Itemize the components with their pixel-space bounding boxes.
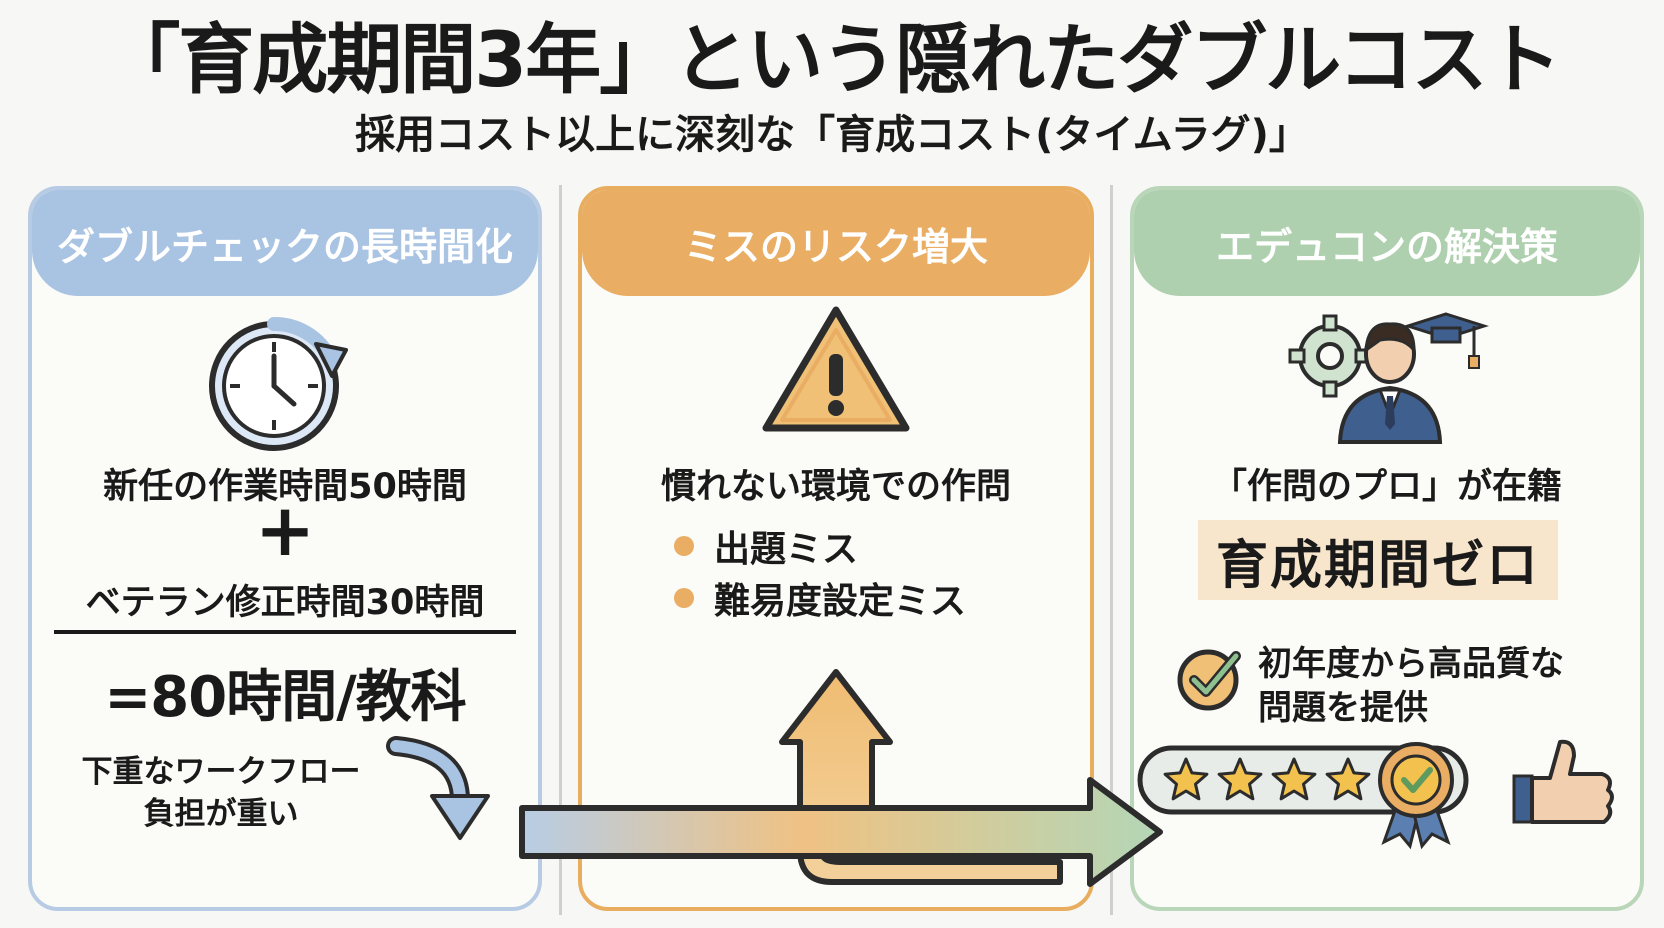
panel-heading: ミスのリスク増大 xyxy=(582,190,1090,296)
new-teacher-hours: 新任の作業時間50時間 xyxy=(103,467,467,507)
warning-triangle-icon xyxy=(762,306,910,432)
plus-sign: + xyxy=(254,488,316,572)
bullet-dot xyxy=(674,536,694,556)
panel-educon-solution: エデュコンの解決策 「作問のプロ」が在籍 育成期間ゼロ 初年度から高品質な 問題… xyxy=(1130,186,1644,911)
down-curve-arrow-icon xyxy=(386,736,490,840)
badge-check-icon xyxy=(1401,767,1433,793)
star-icon xyxy=(1271,757,1317,801)
clock-cycle-icon xyxy=(209,316,348,451)
benefit-line-2: 問題を提供 xyxy=(1258,688,1428,728)
flow-arrow-right xyxy=(519,777,1163,887)
sum-line xyxy=(54,630,516,634)
burden-line-2: 負担が重い xyxy=(143,796,299,832)
pro-writers-on-staff: 「作問のプロ」が在籍 xyxy=(1211,467,1562,507)
burden-line-1: 下重なワークフロー xyxy=(81,754,361,790)
star-icon xyxy=(1163,757,1209,801)
page-subtitle: 採用コスト以上に深刻な「育成コスト(タイムラグ)」 xyxy=(355,112,1309,158)
panel-heading: ダブルチェックの長時間化 xyxy=(32,190,538,296)
column-divider-right xyxy=(1110,185,1113,915)
list-item-label: 出題ミス xyxy=(714,529,859,570)
panel-heading: エデュコンの解決策 xyxy=(1134,190,1640,296)
list-item: 難易度設定ミス xyxy=(674,572,966,624)
list-item: 出題ミス xyxy=(674,520,858,572)
star-rating-bar xyxy=(1137,739,1614,850)
expert-with-gear-and-cap-icon xyxy=(1288,312,1489,444)
column-divider-left xyxy=(559,185,562,915)
star-icon xyxy=(1217,757,1263,801)
bullet-dot xyxy=(674,588,694,608)
check-circle-icon xyxy=(1177,649,1241,711)
zero-training-period-highlight: 育成期間ゼロ xyxy=(1198,520,1558,600)
total-hours: =80時間/教科 xyxy=(104,665,466,730)
thumbs-up-icon xyxy=(1530,739,1614,824)
unfamiliar-environment: 慣れない環境での作問 xyxy=(660,467,1011,507)
veteran-fix-hours: ベテラン修正時間30時間 xyxy=(85,583,485,623)
benefit-line-1: 初年度から高品質な xyxy=(1258,644,1564,684)
panel-double-check: ダブルチェックの長時間化 新任の作業時間50時間 + ベテラン修正時間30時間 … xyxy=(28,186,542,911)
list-item-label: 難易度設定ミス xyxy=(714,581,967,622)
page-title: 「育成期間3年」という隠れたダブルコスト xyxy=(104,15,1561,104)
star-icon xyxy=(1325,757,1371,801)
